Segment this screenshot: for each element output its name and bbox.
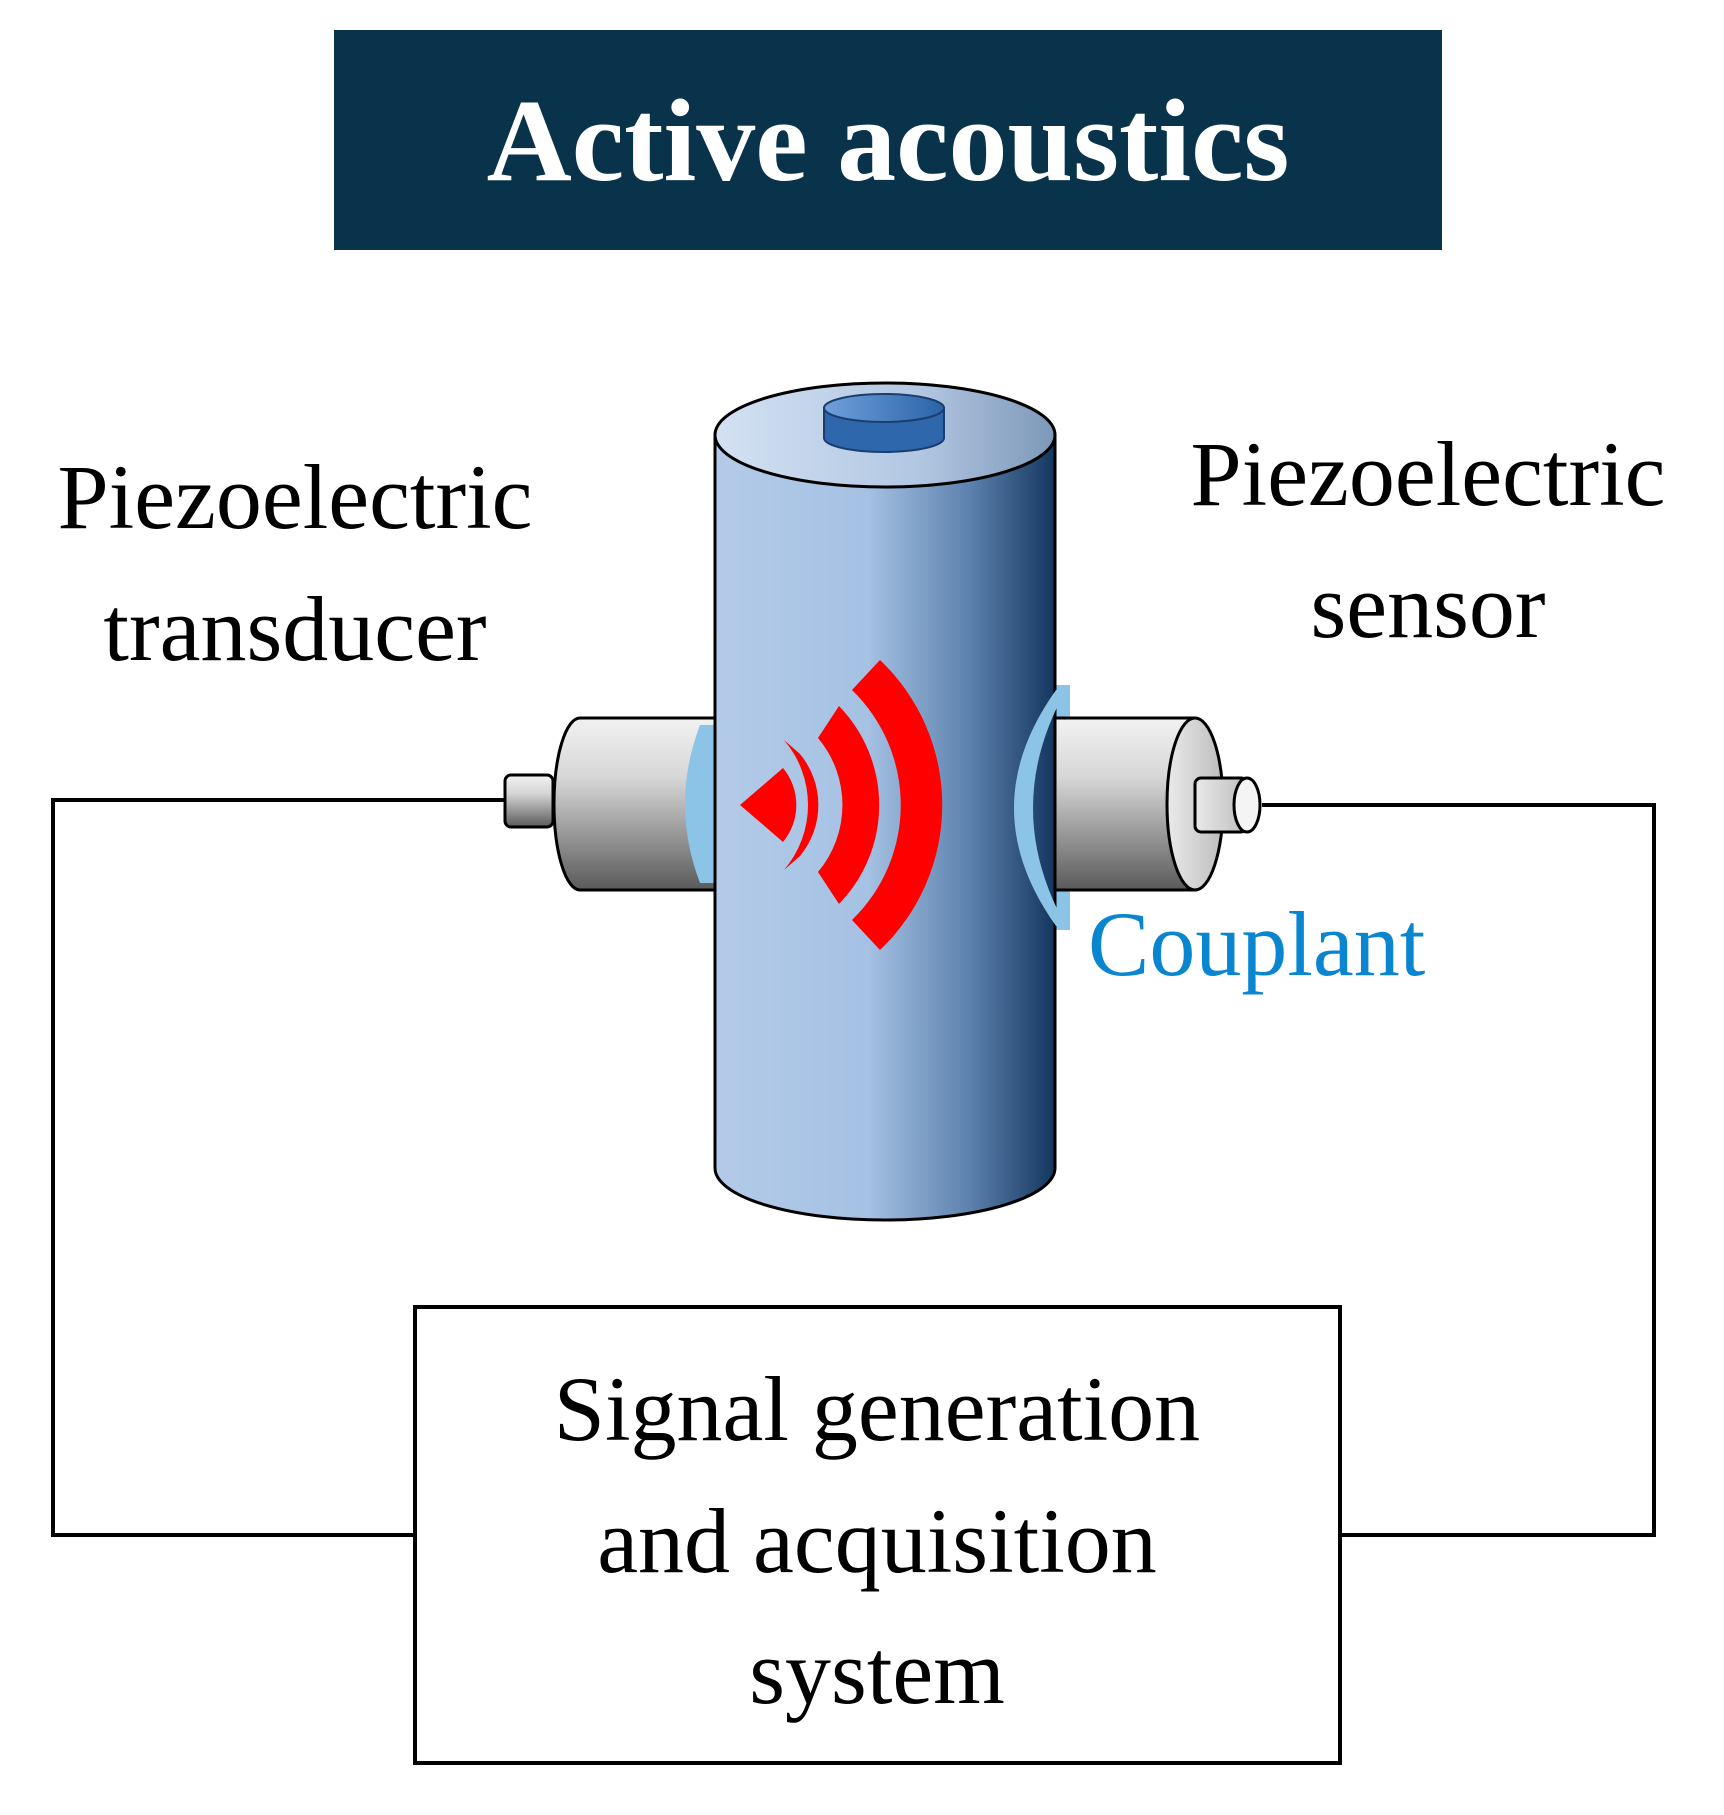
transducer-label-line1: Piezoelectric (57, 446, 532, 548)
transducer-label-line2: transducer (103, 578, 486, 680)
piezoelectric-transducer (503, 716, 722, 892)
page-title: Active acoustics (487, 75, 1290, 206)
sensor-connector-end (1232, 776, 1262, 834)
cylinder-specimen (713, 381, 1057, 1222)
transducer-body (552, 716, 722, 892)
signal-system-box (413, 1305, 1342, 1765)
left-wire (51, 798, 505, 1537)
wave-arc-2 (818, 706, 880, 904)
title-banner (334, 30, 1442, 250)
cylinder-cap (823, 393, 945, 423)
sound-waves-icon (740, 660, 943, 950)
wave-arc-1 (784, 740, 819, 870)
system-label-line2: and acquisition (597, 1490, 1157, 1592)
sensor-couplant-front (1014, 690, 1066, 926)
cylinder-body (713, 433, 1057, 1222)
right-wire (1262, 803, 1656, 1537)
sensor-label-line1: Piezoelectric (1190, 423, 1665, 525)
system-label-line1: Signal generation (554, 1358, 1200, 1460)
wave-core (740, 768, 797, 842)
sensor-label-line2: sensor (1310, 555, 1545, 657)
wave-arc-3 (852, 660, 943, 950)
transducer-couplant (685, 725, 722, 883)
couplant-label: Couplant (1088, 893, 1426, 995)
transducer-connector (503, 773, 555, 829)
system-label-line3: system (749, 1621, 1005, 1723)
